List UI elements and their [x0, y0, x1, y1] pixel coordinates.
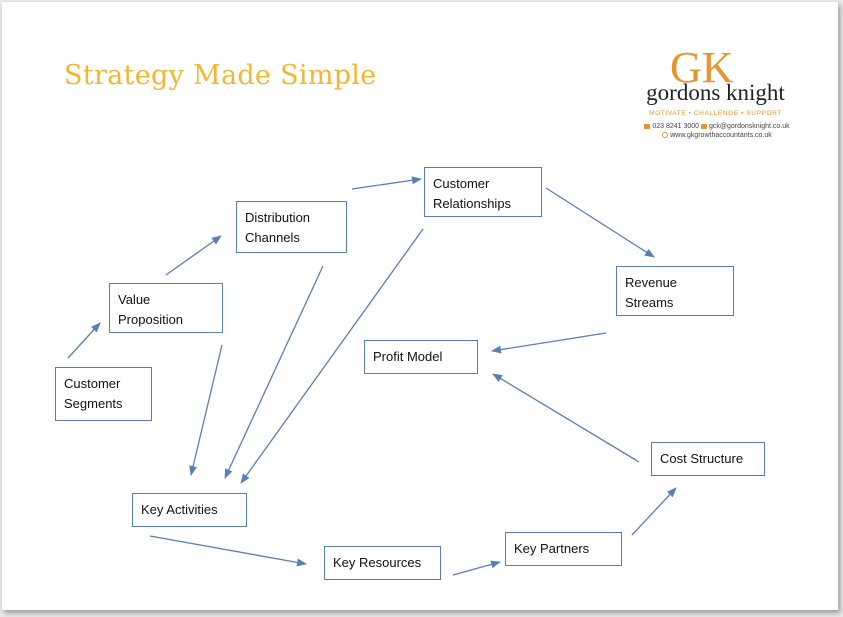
- node-key-activities: Key Activities: [132, 493, 247, 527]
- logo-contact: 023 8241 3000 gck@gordonsknight.co.uk ww…: [622, 122, 812, 140]
- node-customer-relationships: Customer Relationships: [424, 167, 542, 217]
- node-customer-segments: Customer Segments: [55, 367, 152, 421]
- node-revenue-streams: Revenue Streams: [616, 266, 734, 316]
- company-logo: GK gordons knight MOTIVATE • CHALLENGE •…: [614, 44, 804, 154]
- slide: Strategy Made Simple GK gordons knight M…: [2, 2, 838, 610]
- globe-icon: [662, 132, 669, 139]
- node-value-proposition: Value Proposition: [109, 283, 223, 333]
- node-cost-structure: Cost Structure: [651, 442, 765, 476]
- arrow-value-proposition-to-distribution-channels: [165, 235, 222, 276]
- node-key-resources: Key Resources: [324, 546, 441, 580]
- arrow-customer-relationships-to-key-activities: [240, 228, 424, 484]
- logo-website: www.gkgrowthaccountants.co.uk: [670, 132, 772, 139]
- logo-company-name: gordons knight: [646, 80, 785, 105]
- arrow-distribution-channels-to-customer-relationships: [351, 176, 422, 190]
- arrow-value-proposition-to-key-activities: [189, 344, 223, 476]
- logo-email: gck@gordonsknight.co.uk: [709, 123, 790, 130]
- node-profit-model: Profit Model: [364, 340, 478, 374]
- phone-icon: [644, 123, 651, 129]
- arrow-key-resources-to-key-partners: [452, 560, 501, 576]
- node-distribution-channels: Distribution Channels: [236, 201, 347, 253]
- arrow-cost-structure-to-profit-model: [492, 373, 640, 463]
- arrow-customer-segments-to-value-proposition: [67, 322, 101, 359]
- logo-tagline: MOTIVATE • CHALLENGE • SUPPORT: [649, 110, 782, 117]
- diagram-arrows: [67, 176, 677, 576]
- gk-logo-mark: GK: [670, 44, 734, 86]
- arrow-key-activities-to-key-resources: [149, 535, 307, 567]
- arrow-revenue-streams-to-profit-model: [491, 332, 607, 354]
- logo-mark-text: GK: [670, 44, 734, 86]
- arrow-distribution-channels-to-key-activities: [224, 265, 324, 479]
- email-icon: [701, 123, 707, 129]
- logo-phone: 023 8241 3000: [652, 123, 700, 130]
- slide-title: Strategy Made Simple: [64, 60, 377, 91]
- arrow-customer-relationships-to-revenue-streams: [545, 187, 655, 258]
- node-key-partners: Key Partners: [505, 532, 622, 566]
- arrow-key-partners-to-cost-structure: [631, 487, 677, 536]
